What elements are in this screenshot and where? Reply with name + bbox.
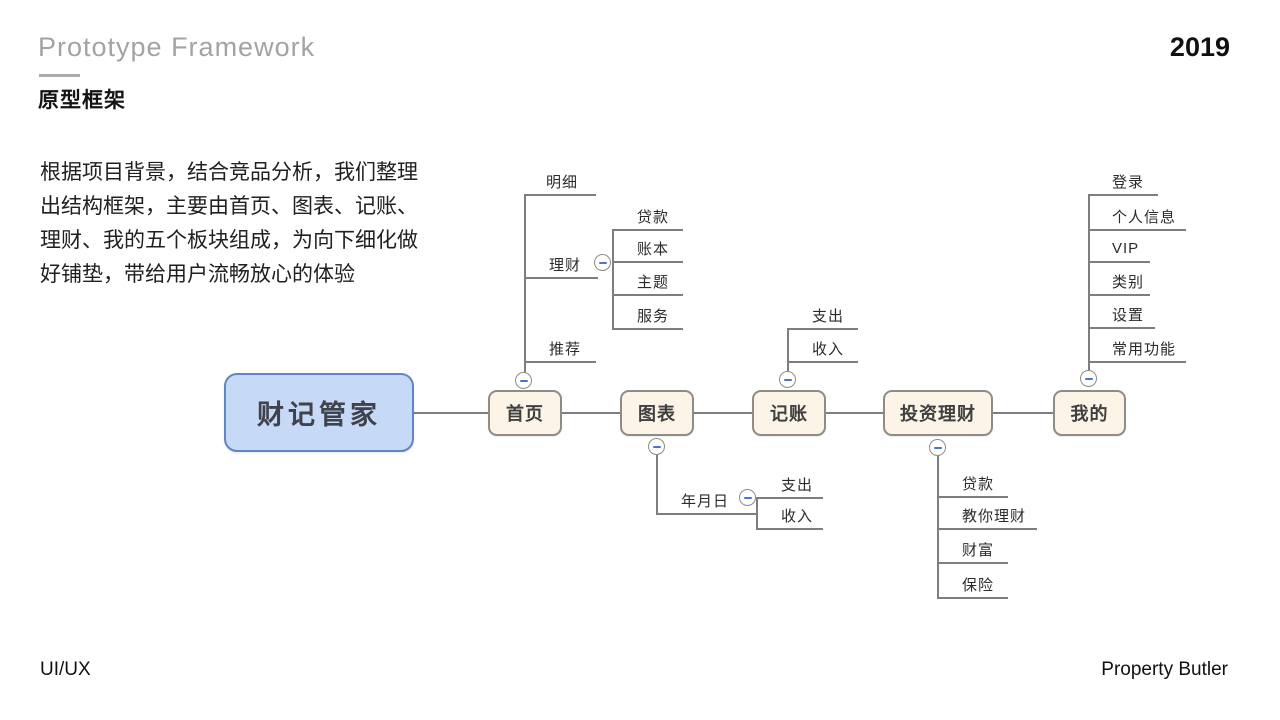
label-finance-ledger: 账本 xyxy=(637,241,670,258)
connector xyxy=(524,194,596,196)
node-bookkeeping: 记账 xyxy=(752,390,826,436)
connector xyxy=(937,597,1008,599)
node-invest: 投资理财 xyxy=(883,390,993,436)
connector xyxy=(656,454,658,514)
connector xyxy=(1088,261,1150,263)
label-home-finance: 理财 xyxy=(549,257,582,274)
connector xyxy=(524,194,526,373)
footer-brand-label: Property Butler xyxy=(1101,659,1228,680)
collapse-minus-icon xyxy=(739,489,756,506)
minus-glyph xyxy=(598,261,607,264)
year-label: 2019 xyxy=(1169,32,1230,62)
collapse-minus-icon xyxy=(515,372,532,389)
connector xyxy=(1088,327,1155,329)
collapse-minus-icon xyxy=(1080,370,1097,387)
description-line: 好铺垫，带给用户流畅放心的体验 xyxy=(40,263,355,286)
connector xyxy=(612,229,683,231)
label-mine-category: 类别 xyxy=(1112,274,1145,291)
connector xyxy=(937,455,939,598)
label-date-income: 收入 xyxy=(781,508,814,525)
label-mine-profile: 个人信息 xyxy=(1112,209,1177,226)
label-invest-loan: 贷款 xyxy=(962,476,995,493)
description-line: 理财、我的五个板块组成，为向下细化做 xyxy=(40,229,418,252)
footer-uiux-label: UI/UX xyxy=(40,659,91,680)
label-date-expense: 支出 xyxy=(781,477,814,494)
description-line: 根据项目背景，结合竞品分析，我们整理 xyxy=(40,161,418,184)
minus-glyph xyxy=(1084,377,1093,380)
connector xyxy=(1088,229,1186,231)
connector xyxy=(824,412,884,414)
connector xyxy=(612,261,683,263)
connector xyxy=(693,412,753,414)
label-book-expense: 支出 xyxy=(812,308,845,325)
connector xyxy=(413,412,488,414)
connector xyxy=(756,497,758,529)
connector xyxy=(787,361,858,363)
connector xyxy=(1088,194,1090,371)
minus-glyph xyxy=(933,446,942,449)
collapse-minus-icon xyxy=(594,254,611,271)
minus-glyph xyxy=(783,378,792,381)
connector xyxy=(524,277,598,279)
label-finance-theme: 主题 xyxy=(637,274,670,291)
collapse-minus-icon xyxy=(929,439,946,456)
label-mine-vip: VIP xyxy=(1112,240,1140,257)
minus-glyph xyxy=(743,496,752,499)
connector xyxy=(992,412,1054,414)
connector xyxy=(937,528,1037,530)
connector xyxy=(1088,194,1158,196)
description-paragraph: 根据项目背景，结合竞品分析，我们整理 出结构框架，主要由首页、图表、记账、 理财… xyxy=(40,156,418,292)
label-invest-wealth: 财富 xyxy=(962,542,995,559)
label-mine-common-functions: 常用功能 xyxy=(1112,341,1177,358)
collapse-minus-icon xyxy=(779,371,796,388)
minus-glyph xyxy=(652,445,661,448)
node-root: 财记管家 xyxy=(224,373,414,452)
node-home: 首页 xyxy=(488,390,562,436)
node-charts: 图表 xyxy=(620,390,694,436)
connector xyxy=(787,328,858,330)
connector xyxy=(787,328,789,372)
slide-title-en: Prototype Framework xyxy=(38,32,316,62)
connector xyxy=(756,528,823,530)
label-home-detail: 明细 xyxy=(546,174,579,191)
connector xyxy=(560,412,621,414)
connector xyxy=(612,229,614,329)
label-mine-login: 登录 xyxy=(1112,174,1145,191)
connector xyxy=(937,562,1008,564)
connector xyxy=(1088,294,1150,296)
connector xyxy=(612,294,683,296)
label-invest-teach-finance: 教你理财 xyxy=(962,508,1027,525)
label-finance-service: 服务 xyxy=(637,308,670,325)
label-mine-settings: 设置 xyxy=(1112,307,1145,324)
description-line: 出结构框架，主要由首页、图表、记账、 xyxy=(40,195,418,218)
label-finance-loan: 贷款 xyxy=(637,209,670,226)
node-mine: 我的 xyxy=(1053,390,1126,436)
collapse-minus-icon xyxy=(648,438,665,455)
connector xyxy=(524,361,596,363)
connector xyxy=(756,497,823,499)
connector xyxy=(656,513,756,515)
slide-title-cn: 原型框架 xyxy=(38,89,126,112)
connector xyxy=(612,328,683,330)
connector xyxy=(937,496,1008,498)
label-charts-date: 年月日 xyxy=(681,493,730,510)
label-invest-insurance: 保险 xyxy=(962,577,995,594)
minus-glyph xyxy=(519,379,528,382)
label-home-recommend: 推荐 xyxy=(549,341,582,358)
connector xyxy=(1088,361,1186,363)
label-book-income: 收入 xyxy=(812,341,845,358)
title-underline-divider xyxy=(39,74,80,77)
